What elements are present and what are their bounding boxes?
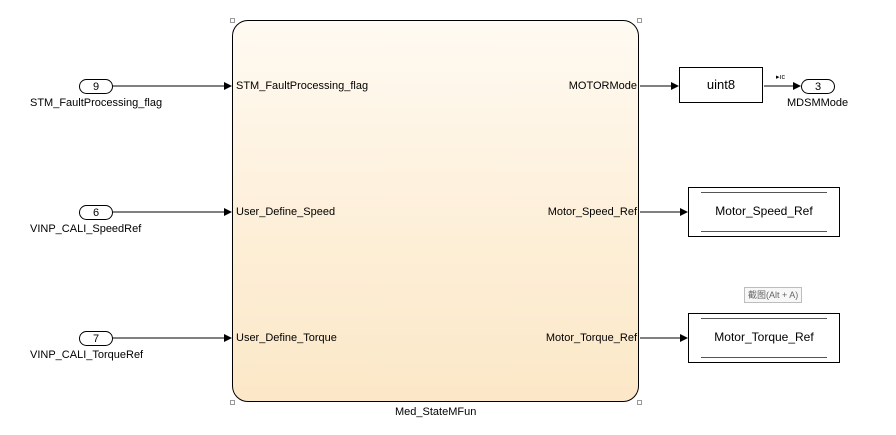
inport-9[interactable]: 9	[79, 79, 113, 94]
stateflow-chart-block[interactable]	[232, 20, 639, 402]
chart-input-label: STM_FaultProcessing_flag	[236, 80, 369, 92]
resize-handle-tl[interactable]	[230, 18, 235, 23]
resize-handle-br[interactable]	[637, 400, 642, 405]
inport-9-label: STM_FaultProcessing_flag	[30, 97, 163, 109]
chart-output-label: Motor_Speed_Ref	[547, 206, 637, 218]
chart-output-label: MOTORMode	[568, 80, 637, 92]
data-type-conversion-block[interactable]: uint8	[679, 67, 763, 103]
display-motor-torque-ref[interactable]: Motor_Torque_Ref	[688, 313, 840, 363]
signal-type-tag: ▸ıc	[776, 74, 785, 81]
chart-output-label: Motor_Torque_Ref	[545, 332, 637, 344]
inport-7-label: VINP_CALI_TorqueRef	[30, 349, 144, 361]
resize-handle-bl[interactable]	[230, 400, 235, 405]
outport-3-label: MDSMMode	[787, 97, 849, 109]
chart-input-label: User_Define_Speed	[236, 206, 336, 218]
chart-input-label: User_Define_Torque	[236, 332, 337, 344]
screenshot-tooltip: 截图(Alt + A)	[744, 287, 803, 303]
outport-3[interactable]: 3	[801, 79, 835, 94]
inport-6[interactable]: 6	[79, 205, 113, 220]
inport-6-label: VINP_CALI_SpeedRef	[30, 223, 142, 235]
chart-block-name: Med_StateMFun	[395, 406, 477, 418]
inport-7[interactable]: 7	[79, 331, 113, 346]
resize-handle-tr[interactable]	[637, 18, 642, 23]
display-motor-speed-ref[interactable]: Motor_Speed_Ref	[688, 187, 840, 237]
